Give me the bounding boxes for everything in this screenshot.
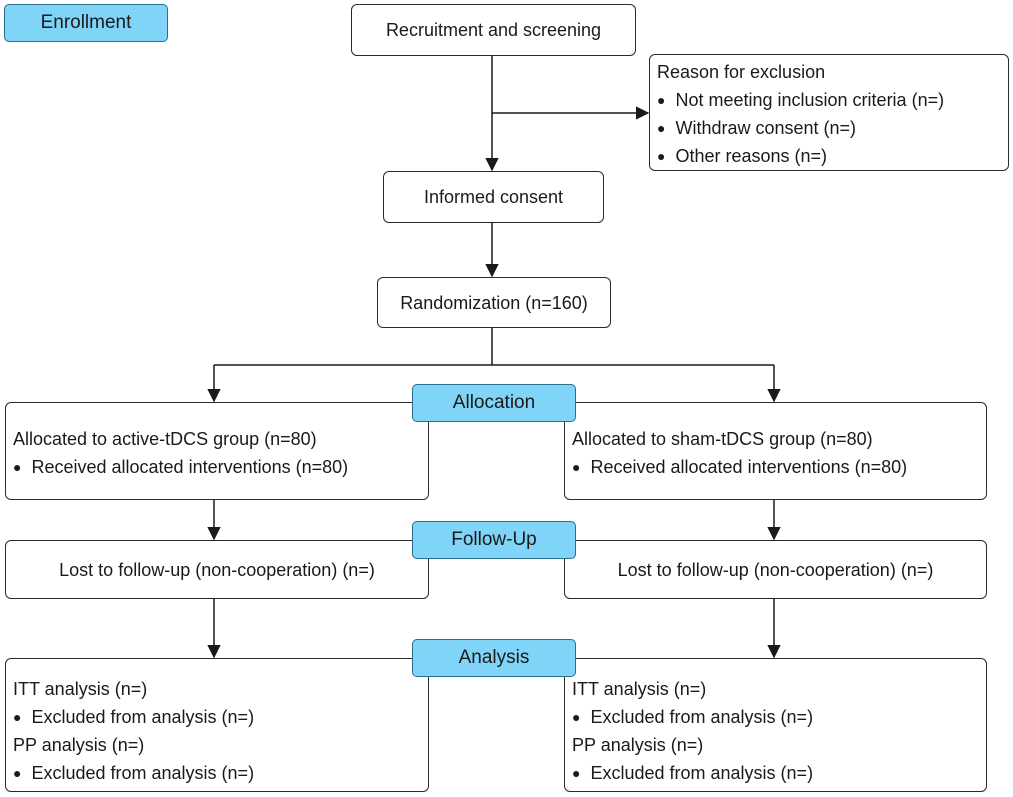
bullet-icon: ●	[572, 709, 581, 725]
recruitment-text: Recruitment and screening	[385, 20, 602, 40]
exclusion-item: ● Not meeting inclusion criteria (n=)	[657, 86, 1008, 114]
sham-lost-box: Lost to follow-up (non-cooperation) (n=)	[564, 540, 987, 599]
active-pp-text: PP analysis (n=)	[13, 735, 145, 755]
sham-itt-excluded-item: ● Excluded from analysis (n=)	[572, 703, 986, 731]
randomization-box: Randomization (n=160)	[377, 277, 611, 328]
bullet-icon: ●	[572, 459, 581, 475]
recruitment-box: Recruitment and screening	[351, 4, 636, 56]
exclusion-item: ● Other reasons (n=)	[657, 142, 1008, 170]
sham-itt-text: ITT analysis (n=)	[572, 679, 707, 699]
sham-pp-text: PP analysis (n=)	[572, 735, 704, 755]
exclusion-box: Reason for exclusion ● Not meeting inclu…	[649, 54, 1009, 171]
sham-pp-excluded-item: ● Excluded from analysis (n=)	[572, 759, 986, 787]
stage-allocation-label: Allocation	[412, 384, 576, 422]
exclusion-item: ● Withdraw consent (n=)	[657, 114, 1008, 142]
bullet-icon: ●	[657, 92, 666, 108]
consent-text: Informed consent	[423, 187, 564, 207]
active-allocated-text: Allocated to active-tDCS group (n=80)	[13, 429, 317, 449]
sham-allocation-box: Allocated to sham-tDCS group (n=80) ● Re…	[564, 402, 987, 500]
active-allocation-box: Allocated to active-tDCS group (n=80) ● …	[5, 402, 429, 500]
bullet-icon: ●	[13, 709, 22, 725]
active-lost-box: Lost to follow-up (non-cooperation) (n=)	[5, 540, 429, 599]
stage-enrollment-label: Enrollment	[4, 4, 168, 42]
sham-received-item: ● Received allocated interventions (n=80…	[572, 453, 986, 481]
active-analysis-box: ITT analysis (n=) ● Excluded from analys…	[5, 658, 429, 792]
active-received-item: ● Received allocated interventions (n=80…	[13, 453, 428, 481]
bullet-icon: ●	[13, 459, 22, 475]
active-itt-excluded-item: ● Excluded from analysis (n=)	[13, 703, 428, 731]
stage-analysis-label: Analysis	[412, 639, 576, 677]
active-lost-text: Lost to follow-up (non-cooperation) (n=)	[59, 559, 375, 580]
active-itt-text: ITT analysis (n=)	[13, 679, 148, 699]
sham-allocated-text: Allocated to sham-tDCS group (n=80)	[572, 429, 873, 449]
active-pp-excluded-item: ● Excluded from analysis (n=)	[13, 759, 428, 787]
stage-followup-label: Follow-Up	[412, 521, 576, 559]
sham-analysis-box: ITT analysis (n=) ● Excluded from analys…	[564, 658, 987, 792]
bullet-icon: ●	[572, 765, 581, 781]
bullet-icon: ●	[657, 120, 666, 136]
exclusion-title: Reason for exclusion	[657, 62, 826, 82]
sham-lost-text: Lost to follow-up (non-cooperation) (n=)	[617, 559, 934, 580]
bullet-icon: ●	[657, 148, 666, 164]
randomization-text: Randomization (n=160)	[400, 292, 588, 313]
bullet-icon: ●	[13, 765, 22, 781]
consent-box: Informed consent	[383, 171, 604, 223]
